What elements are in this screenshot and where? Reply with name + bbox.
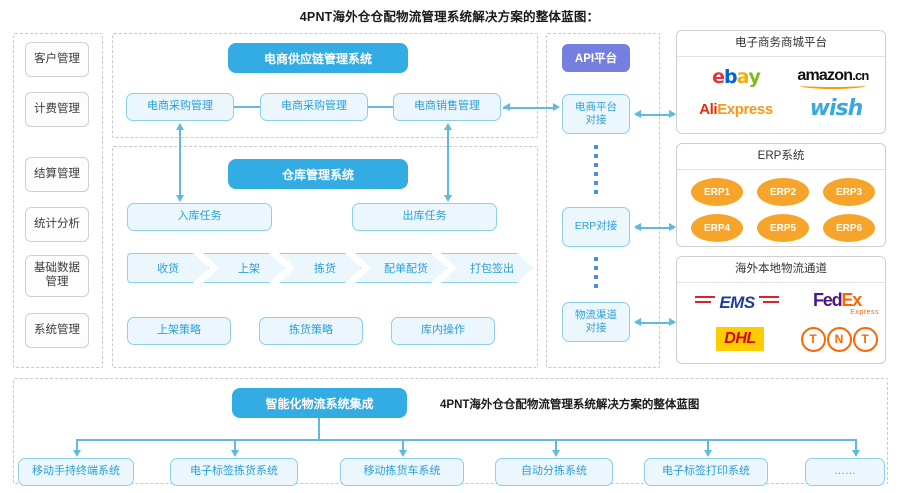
dhl-wordmark: DHL <box>716 327 764 351</box>
dhl-logo: DHL <box>697 325 783 353</box>
bottom-item-pick-cart[interactable]: 移动拣货车系统 <box>340 458 464 486</box>
panel-logistics-title: 海外本地物流通道 <box>677 257 885 283</box>
connector-line <box>76 439 78 452</box>
erp-item-3[interactable]: ERP3 <box>823 178 875 206</box>
connector-line <box>636 322 674 324</box>
module-ecommerce-purchase-2[interactable]: 电商采购管理 <box>260 93 368 121</box>
strategy-in-warehouse-ops[interactable]: 库内操作 <box>391 317 495 345</box>
connector-line <box>234 439 236 452</box>
connector-line <box>707 439 709 452</box>
api-header: API平台 <box>562 44 630 72</box>
panel-erp-body: ERP1 ERP2 ERP3 ERP4 ERP5 ERP6 <box>677 170 885 246</box>
api-connector-logistics[interactable]: 物流渠道 对接 <box>562 302 630 342</box>
sidebar-item-statistics[interactable]: 统计分析 <box>25 207 89 242</box>
sidebar-item-customer[interactable]: 客户管理 <box>25 42 89 77</box>
arrow-down-icon <box>175 195 184 202</box>
sidebar-item-settlement[interactable]: 结算管理 <box>25 157 89 192</box>
arrow-down-icon <box>551 450 560 457</box>
arrow-down-icon <box>443 195 452 202</box>
sidebar-item-billing[interactable]: 计费管理 <box>25 92 89 127</box>
erp-item-2[interactable]: ERP2 <box>757 178 809 206</box>
api-connector-erp[interactable]: ERP对接 <box>562 207 630 247</box>
arrow-left-icon <box>503 103 510 111</box>
bottom-header: 智能化物流系统集成 <box>232 388 407 418</box>
bottom-caption: 4PNT海外仓仓配物流管理系统解决方案的整体蓝图 <box>440 399 700 411</box>
connector-line <box>179 128 181 196</box>
erp-item-5[interactable]: ERP5 <box>757 214 809 242</box>
panel-erp-title: ERP系统 <box>677 144 885 170</box>
connector-line <box>555 439 557 452</box>
erp-item-4[interactable]: ERP4 <box>691 214 743 242</box>
arrow-right-icon <box>669 318 676 326</box>
dotted-connector <box>594 257 598 288</box>
arrow-left-icon <box>634 110 641 118</box>
page-title: 4PNT海外仓仓配物流管理系统解决方案的整体蓝图： <box>299 10 600 24</box>
sidebar-item-master-data[interactable]: 基础数据 管理 <box>25 255 89 297</box>
connector-line <box>76 439 856 441</box>
warehouse-header: 仓库管理系统 <box>228 159 408 189</box>
api-connector-ecommerce[interactable]: 电商平台 对接 <box>562 94 630 134</box>
process-step-allocate[interactable]: 配单配货 <box>355 253 447 283</box>
module-ecommerce-purchase-1[interactable]: 电商采购管理 <box>126 93 234 121</box>
connector-line <box>234 106 260 108</box>
amazon-smile-icon <box>800 82 866 89</box>
supply-chain-header: 电商供应链管理系统 <box>228 43 408 73</box>
arrow-down-icon <box>72 450 81 457</box>
erp-item-1[interactable]: ERP1 <box>691 178 743 206</box>
bottom-item-dps-picking[interactable]: 电子标签拣货系统 <box>170 458 298 486</box>
bottom-item-label-printing[interactable]: 电子标签打印系统 <box>644 458 768 486</box>
arrow-down-icon <box>703 450 712 457</box>
amazon-logo: amazon.cn <box>785 65 881 91</box>
amazon-tld: .cn <box>852 68 869 83</box>
arrow-left-icon <box>634 223 641 231</box>
connector-line <box>402 439 404 452</box>
arrow-right-icon <box>553 103 560 111</box>
arrow-right-icon <box>669 223 676 231</box>
dotted-connector <box>594 145 598 194</box>
task-outbound[interactable]: 出库任务 <box>352 203 497 231</box>
connector-line <box>636 227 674 229</box>
strategy-putaway[interactable]: 上架策略 <box>127 317 231 345</box>
fedex-logo: FedEx Express <box>795 289 879 317</box>
process-step-receive[interactable]: 收货 <box>127 253 209 283</box>
ems-logo: EMS <box>695 291 779 315</box>
arrow-right-icon <box>669 110 676 118</box>
strategy-picking[interactable]: 拣货策略 <box>259 317 363 345</box>
erp-item-6[interactable]: ERP6 <box>823 214 875 242</box>
bottom-item-auto-sorting[interactable]: 自动分拣系统 <box>495 458 613 486</box>
bottom-item-more[interactable]: …… <box>805 458 885 486</box>
fedex-subtitle: Express <box>850 309 879 316</box>
arrow-left-icon <box>634 318 641 326</box>
connector-line <box>855 439 857 452</box>
connector-line <box>636 114 674 116</box>
bottom-item-handheld[interactable]: 移动手持终端系统 <box>18 458 134 486</box>
panel-ecommerce-title: 电子商务商城平台 <box>677 31 885 57</box>
sidebar-item-system[interactable]: 系统管理 <box>25 313 89 348</box>
connector-line <box>447 128 449 196</box>
ems-wordmark: EMS <box>719 293 755 312</box>
arrow-down-icon <box>851 450 860 457</box>
connector-line <box>503 107 555 109</box>
connector-line <box>368 106 393 108</box>
arrow-down-icon <box>398 450 407 457</box>
arrow-up-icon <box>443 123 452 130</box>
module-ecommerce-sales[interactable]: 电商销售管理 <box>393 93 501 121</box>
sidebar-container <box>13 33 103 368</box>
amazon-wordmark: amazon <box>797 67 853 84</box>
arrow-up-icon <box>175 123 184 130</box>
arrow-down-icon <box>230 450 239 457</box>
connector-line <box>318 418 320 440</box>
wish-logo: wish <box>809 95 864 121</box>
task-inbound[interactable]: 入库任务 <box>127 203 272 231</box>
panel-erp-systems: ERP系统 ERP1 ERP2 ERP3 ERP4 ERP5 ERP6 <box>676 143 886 247</box>
